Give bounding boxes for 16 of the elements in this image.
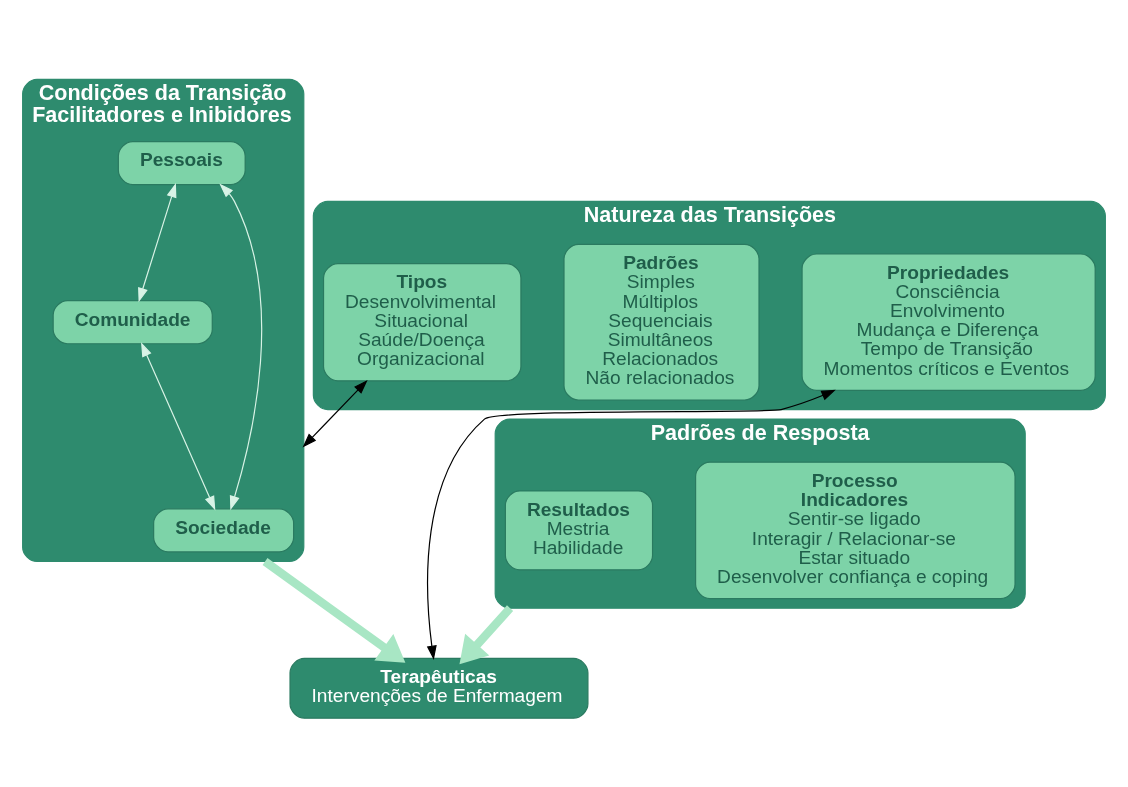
arrow bbox=[262, 557, 406, 663]
node-box: Comunidade bbox=[52, 299, 213, 344]
node-box: Tipos Desenvolvimental Situacional Saúde/Doença Organizacional bbox=[322, 262, 522, 381]
arrow bbox=[138, 182, 177, 302]
node-box: Pessoais bbox=[117, 140, 246, 185]
node-box: Sociedade bbox=[153, 507, 295, 552]
node-box: Resultados Mestria Habilidade bbox=[504, 489, 654, 570]
node-box: Padrões Simples Múltiplos Sequenciais Simultâneos Relacionados Não relacionados bbox=[563, 243, 760, 401]
node-box: Terapêuticas Intervenções de Enfermagem bbox=[289, 657, 589, 719]
arrow bbox=[141, 341, 216, 510]
arrow bbox=[302, 379, 368, 447]
arrow bbox=[219, 183, 263, 510]
arrow bbox=[459, 604, 514, 664]
node-box: Propriedades Consciência Envolvimento Mudança e Diferença Tempo de Transição Momentos críticos e Eventos bbox=[801, 252, 1096, 391]
arrow bbox=[426, 389, 836, 660]
node-box: Processo Indicadores Sentir-se ligado Interagir / Relacionar-se Estar situado Desenvolver confiança e coping bbox=[695, 461, 1016, 599]
